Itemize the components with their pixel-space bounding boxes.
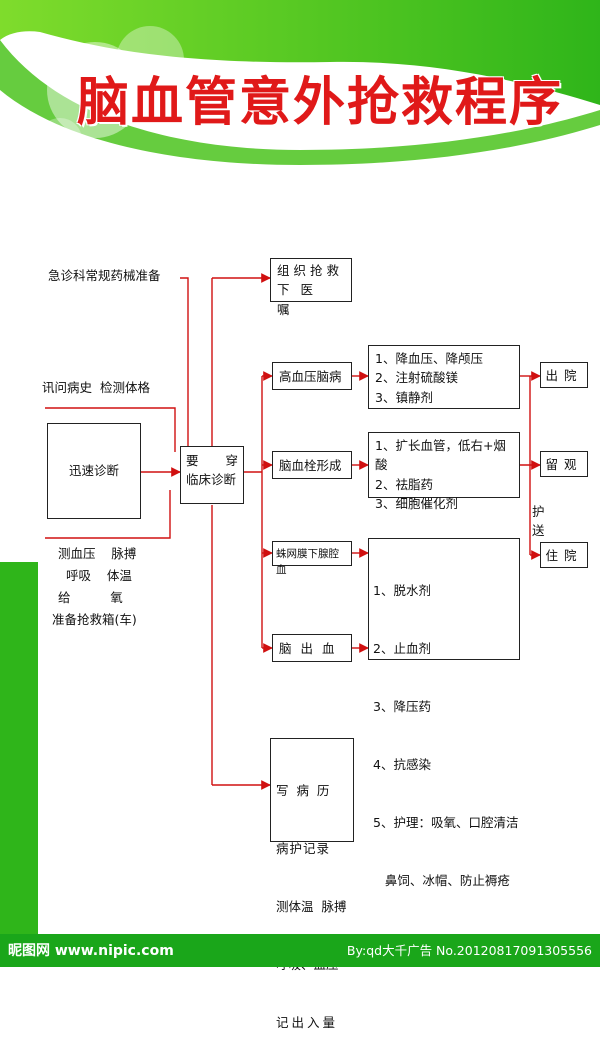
rapid-diagnosis-box: 迅速诊断 [47,423,141,519]
outcome-label: 留观 [545,457,583,472]
outcome-admit-box: 住院 [540,542,588,568]
records-box: 写 病 历 病护记录 测体温 脉搏 呼吸、血压 记出入量 [270,738,354,1030]
watermark-left: 昵图网 www.nipic.com [8,943,174,959]
category-label: 高血压脑病 [279,369,342,384]
category-label: 蛛网膜下腺腔血 [276,548,339,577]
category-cerebral-hemorrhage: 脑出血 [272,634,352,662]
treatment-item: 5、护理：吸氧、口腔清洁 [373,815,519,831]
treatment-item: 2、止血剂 [373,640,431,656]
organize-line2: 下医嘱 [277,282,325,317]
treatment-item: 2、祛脂药 [375,476,433,492]
outcome-discharge-box: 出院 [540,362,588,388]
watermark-right: By:qd大千广告 No.20120817091305556 [346,943,592,958]
clinical-diagnosis-box: 要 穿 临床诊断 [180,446,244,504]
vitals-line: 给 氧 [58,590,123,605]
clinical-line1-left: 要 [186,453,199,468]
treatment-item: 2、注射硫酸镁 [375,370,458,386]
outcome-label: 出院 [545,368,583,383]
clinical-line1-right: 穿 [225,453,238,468]
records-line: 病护记录 [276,840,331,856]
treatment-item: 1、扩长血管，低右+烟酸 [375,438,506,473]
records-line: 写 病 历 [276,782,330,798]
treatment-item: 1、降血压、降颅压 [375,351,483,366]
clinical-line1: 要 穿 [186,451,238,470]
records-line: 记出入量 [276,1015,339,1031]
treatment-box-hemorrhage: 1、脱水剂 2、止血剂 3、降压药 4、抗感染 5、护理：吸氧、口腔清洁 鼻饲、… [368,538,520,888]
treatment-item: 3、细胞催化剂 [375,496,458,512]
outcome-observe-box: 留观 [540,451,588,477]
page-title: 脑血管意外抢救程序 [76,73,563,133]
organize-line1: 组织抢救 [277,263,344,278]
organize-rescue-box: 组织抢救 下医嘱 [270,258,352,317]
prep-text: 急诊科常规药械准备 [48,268,161,283]
background-decoration [0,0,600,934]
category-label: 脑出血 [279,641,344,656]
records-line: 测体温 脉搏 [276,899,347,914]
treatment-item: 1、脱水剂 [373,582,431,598]
vitals-line: 呼吸 体温 [58,568,132,583]
footer-bar [0,934,600,967]
category-hypertensive-encephalopathy: 高血压脑病 [272,362,352,390]
treatment-box-thrombosis: 1、扩长血管，低右+烟酸 2、祛脂药 3、细胞催化剂 [368,432,520,511]
outcome-label: 住院 [545,548,583,563]
treatment-box-hypertensive: 1、降血压、降颅压 2、注射硫酸镁 3、镇静剂 [368,345,520,409]
flow-connectors [45,273,541,790]
history-text: 讯问病史 检测体格 [42,380,150,395]
vitals-line: 测血压 脉搏 [58,546,137,561]
category-label: 脑血栓形成 [279,458,342,473]
treatment-item: 3、镇静剂 [375,389,433,405]
clinical-line2: 临床诊断 [186,472,237,488]
treatment-item: 4、抗感染 [373,757,431,773]
vitals-line: 准备抢救箱(车) [52,612,137,627]
treatment-item: 鼻饲、冰帽、防止褥疮 [373,873,510,889]
vitals-list: 测血压 脉搏 呼吸 体温 给 氧 准备抢救箱(车) [52,544,143,627]
category-cerebral-thrombosis: 脑血栓形成 [272,451,352,479]
treatment-item: 3、降压药 [373,699,431,714]
rapid-diagnosis-label: 迅速诊断 [68,463,119,479]
category-subarachnoid-hemorrhage: 蛛网膜下腺腔血 [272,541,352,576]
escort-label: 护送 [532,504,545,538]
